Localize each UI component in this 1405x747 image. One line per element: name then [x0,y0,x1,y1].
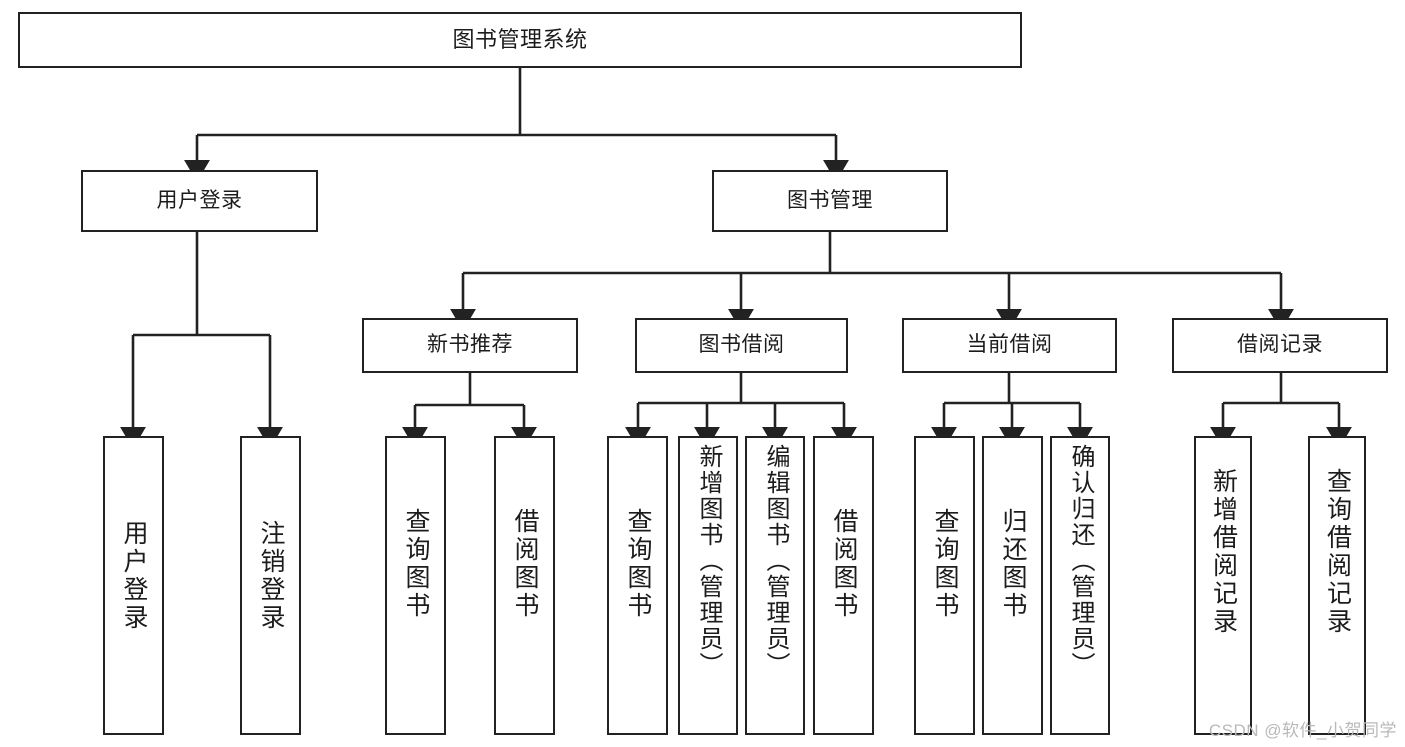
leaf-query-book-2[interactable]: 查询图书 [607,436,668,735]
node-book-borrow-label: 图书借阅 [698,333,785,357]
node-new-book-recommend-label: 新书推荐 [427,333,513,357]
leaf-query-book-3-label: 查询图书 [931,508,959,620]
node-borrow-record[interactable]: 借阅记录 [1172,318,1388,373]
leaf-borrow-book-1[interactable]: 借阅图书 [494,436,555,735]
leaf-add-book-label: 新增图书（管理员） [695,444,722,678]
leaf-query-book-2-label: 查询图书 [624,508,652,620]
node-book-management[interactable]: 图书管理 [712,170,948,232]
leaf-query-book-3[interactable]: 查询图书 [914,436,975,735]
leaf-confirm-return-label: 确认归还（管理员） [1067,444,1094,678]
leaf-add-record[interactable]: 新增借阅记录 [1194,436,1252,735]
node-new-book-recommend[interactable]: 新书推荐 [362,318,578,373]
leaf-query-book-1[interactable]: 查询图书 [385,436,446,735]
leaf-logout[interactable]: 注销登录 [240,436,301,735]
node-current-borrow[interactable]: 当前借阅 [902,318,1117,373]
csdn-watermark: CSDN @软件_小贺同学 [1208,721,1397,740]
leaf-confirm-return[interactable]: 确认归还（管理员） [1050,436,1110,735]
node-book-borrow[interactable]: 图书借阅 [635,318,848,373]
leaf-user-login[interactable]: 用户登录 [103,436,164,735]
node-book-management-label: 图书管理 [787,188,873,212]
leaf-borrow-book-1-label: 借阅图书 [511,508,539,620]
leaf-edit-book[interactable]: 编辑图书（管理员） [745,436,805,735]
node-root-label: 图书管理系统 [452,27,588,53]
leaf-query-record-label: 查询借阅记录 [1323,468,1352,636]
leaf-add-record-label: 新增借阅记录 [1209,468,1238,636]
leaf-query-record[interactable]: 查询借阅记录 [1308,436,1366,735]
node-borrow-record-label: 借阅记录 [1237,333,1323,357]
leaf-edit-book-label: 编辑图书（管理员） [762,444,789,678]
leaf-user-login-label: 用户登录 [120,520,148,632]
node-current-borrow-label: 当前借阅 [966,333,1053,357]
leaf-borrow-book-2-label: 借阅图书 [830,508,858,620]
node-user-login-label: 用户登录 [156,188,243,212]
leaf-borrow-book-2[interactable]: 借阅图书 [813,436,874,735]
leaf-return-book[interactable]: 归还图书 [982,436,1043,735]
leaf-query-book-1-label: 查询图书 [402,508,430,620]
leaf-add-book[interactable]: 新增图书（管理员） [678,436,738,735]
leaf-return-book-label: 归还图书 [999,508,1027,620]
node-root[interactable]: 图书管理系统 [18,12,1022,68]
leaf-logout-label: 注销登录 [257,520,285,632]
node-user-login[interactable]: 用户登录 [81,170,318,232]
